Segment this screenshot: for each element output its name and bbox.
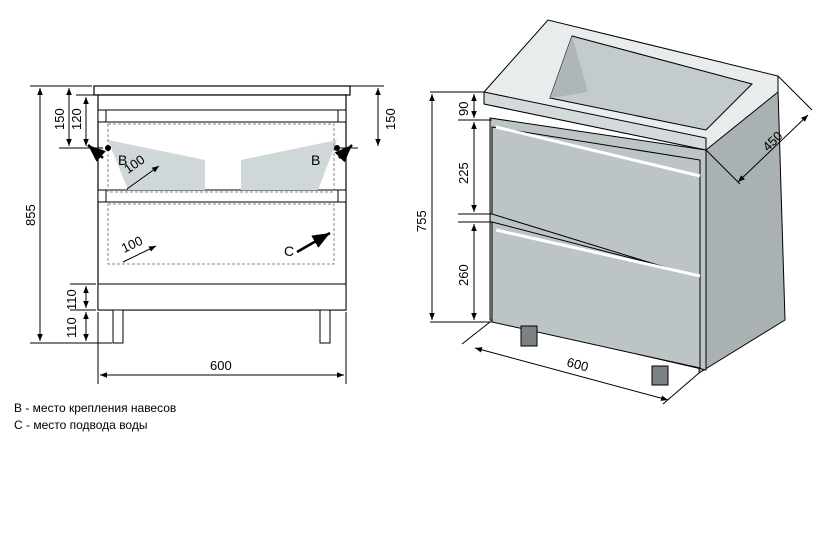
dim-top-left-outer: 150 — [52, 108, 67, 130]
dim-iso-drawer-upper: 225 — [456, 162, 471, 184]
dim-width-front: 600 — [210, 358, 232, 373]
iso-leg-right — [651, 365, 669, 386]
front-view: B B C 100 100 855 150 120 150 110 110 — [23, 85, 398, 384]
drawer-zone-lower — [107, 203, 335, 265]
front-countertop — [93, 85, 351, 96]
dim-bottom-upper: 110 — [64, 289, 79, 310]
iso-basin — [549, 35, 753, 131]
front-middle-shelf — [97, 189, 347, 203]
iso-view: 90 225 260 755 450 600 — [414, 19, 813, 405]
dim-iso-top: 90 — [456, 102, 471, 116]
iso-leg-left — [520, 325, 538, 347]
front-plinth — [97, 283, 347, 311]
front-top-rail — [97, 109, 347, 123]
dim-height-total: 855 — [23, 204, 38, 226]
dim-top-left-inner: 120 — [69, 108, 84, 130]
dim-top-right: 150 — [383, 108, 398, 130]
label-b-right: B — [311, 152, 320, 168]
front-leg-right — [319, 309, 331, 344]
drawer-zone-upper — [107, 123, 335, 193]
dim-bottom-lower: 110 — [64, 317, 79, 338]
front-leg-left — [112, 309, 124, 344]
mount-point-b-left — [105, 145, 111, 151]
sink-bowl-right — [241, 140, 337, 190]
legend-c-note: С - место подвода воды — [14, 418, 148, 432]
dim-iso-height: 755 — [414, 210, 429, 232]
sink-bowl-left — [108, 140, 205, 190]
label-b-left: B — [118, 152, 127, 168]
iso-drawer-lower — [491, 221, 701, 369]
legend-b-note: B - место крепления навесов — [14, 401, 177, 415]
dim-iso-drawer-lower: 260 — [456, 264, 471, 286]
dim-iso-width: 600 — [565, 354, 590, 374]
label-c: C — [284, 243, 294, 259]
